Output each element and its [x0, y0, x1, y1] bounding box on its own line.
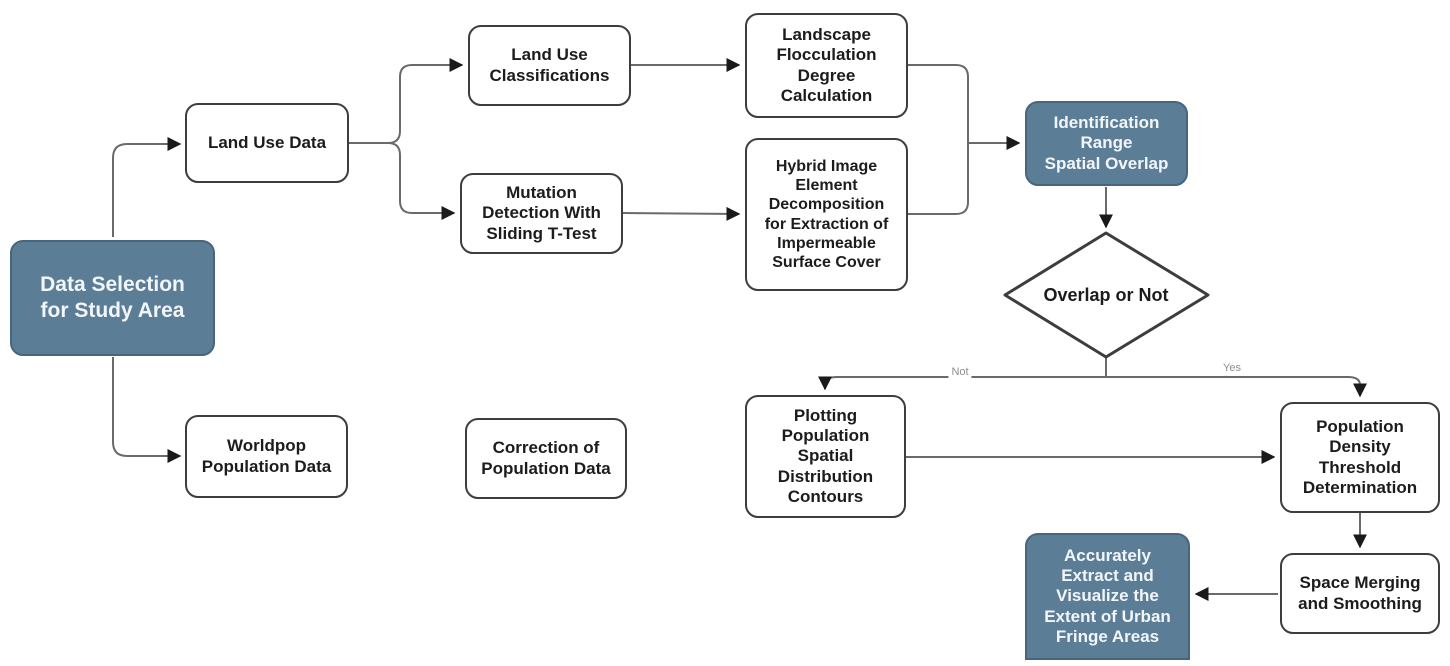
edge-landuse-to-classifications [349, 58, 464, 144]
edge-hybrid-to-merge [908, 143, 969, 215]
edge-selection-to-landuse [112, 137, 182, 237]
node-plotting-contours: Plotting Population Spatial Distribution… [745, 395, 906, 518]
edge-mutation-to-hybrid [622, 206, 741, 221]
edge-landscape-to-merge [908, 64, 969, 143]
edge-landuse-to-mutation [349, 142, 456, 220]
node-correction-population-data: Correction of Population Data [465, 418, 627, 499]
node-data-selection: Data Selection for Study Area [10, 240, 215, 356]
edge-label-not: Not [948, 366, 972, 378]
edge-label-yes: Yes [1220, 362, 1244, 374]
edge-selection-to-worldpop [112, 357, 182, 463]
edge-decision-not-to-plotting [818, 376, 1106, 391]
node-accurately-extract-fringe: Accurately Extract and Visualize the Ext… [1025, 533, 1190, 660]
node-worldpop-population-data: Worldpop Population Data [185, 415, 348, 498]
decision-diamond-shape [1003, 231, 1210, 359]
node-identification-range-overlap: Identification Range Spatial Overlap [1025, 101, 1188, 186]
node-landscape-flocculation-degree: Landscape Flocculation Degree Calculatio… [745, 13, 908, 118]
node-land-use-classifications: Land Use Classifications [468, 25, 631, 106]
node-mutation-detection: Mutation Detection With Sliding T-Test [460, 173, 623, 254]
node-space-merging-smoothing: Space Merging and Smoothing [1280, 553, 1440, 634]
node-land-use-data: Land Use Data [185, 103, 349, 183]
node-hybrid-image-decomposition: Hybrid Image Element Decomposition for E… [745, 138, 908, 291]
decision-overlap-or-not: Overlap or Not [1043, 284, 1169, 305]
edge-decision-yes-to-density [1106, 376, 1367, 398]
node-population-density-threshold: Population Density Threshold Determinati… [1280, 402, 1440, 513]
